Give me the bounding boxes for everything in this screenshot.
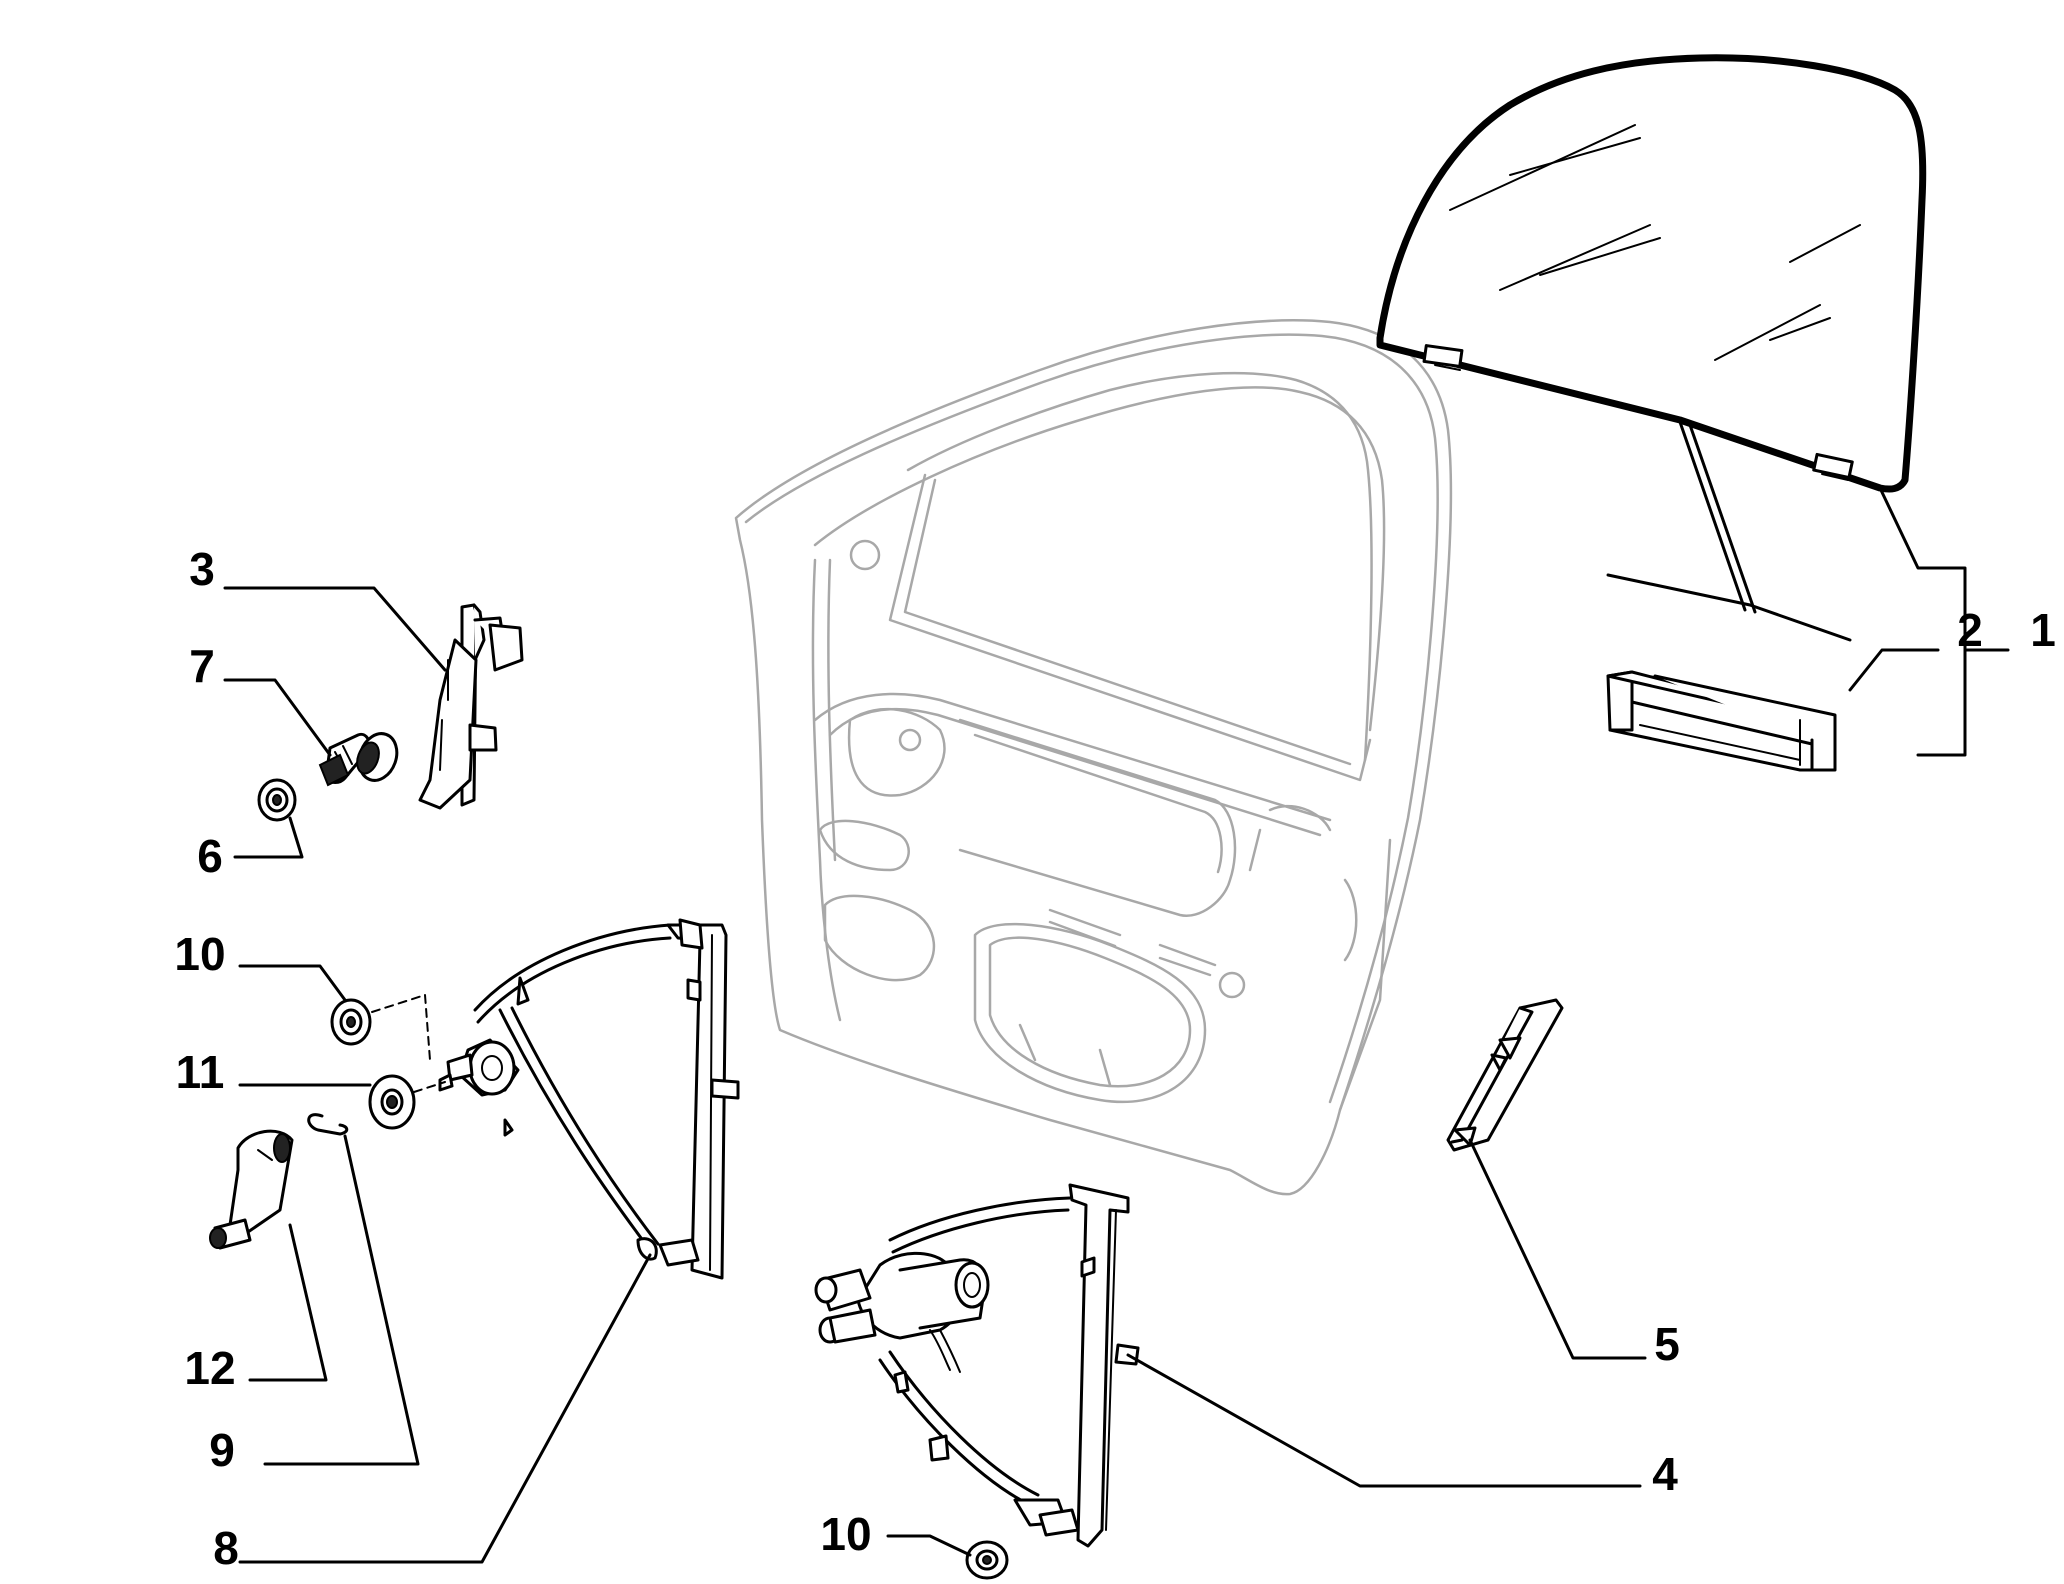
part-11-washer (368, 1074, 446, 1130)
leader-7 (223, 678, 332, 757)
callout-6: 6 (197, 830, 223, 882)
leader-10-upper (238, 964, 347, 1002)
callout-3: 3 (189, 543, 215, 595)
leader-9 (263, 1134, 420, 1466)
leader-3 (223, 586, 447, 672)
leader-12 (248, 1223, 328, 1382)
leader-4 (1126, 1353, 1642, 1488)
callout-10-lower: 10 (820, 1508, 871, 1560)
part-3-guide-rail (418, 603, 524, 810)
leader-10-lower (886, 1534, 972, 1557)
part-7-bolt (318, 732, 399, 787)
callout-2: 2 (1957, 604, 1983, 656)
part-6-nut (257, 778, 297, 822)
leader-1 (1878, 486, 2010, 652)
part-12-crank-handle (209, 1129, 294, 1250)
part-5-bracket (1446, 998, 1564, 1152)
leader-8 (238, 1253, 652, 1564)
leader-5 (1468, 1138, 1647, 1360)
callout-1: 1 (2030, 604, 2056, 656)
part-2-glass-channel (1606, 670, 1837, 772)
callout-4: 4 (1652, 1448, 1678, 1500)
callout-5: 5 (1654, 1318, 1680, 1370)
part-4-power-regulator (814, 1183, 1140, 1548)
leader-6 (233, 816, 304, 859)
callout-7: 7 (189, 640, 215, 692)
leader-glass-to-channel (1678, 420, 1747, 612)
leader-glass-to-channel-b (1688, 423, 1757, 614)
callout-12: 12 (184, 1342, 235, 1394)
leader-2 (1848, 648, 1940, 692)
callout-labels: 1 2 3 7 6 10 11 12 9 8 10 4 5 (174, 543, 2055, 1574)
leader-lines (223, 420, 2010, 1564)
leader-2-channel-top (1606, 573, 1852, 642)
part-10-nut-lower (965, 1540, 1009, 1580)
leader-1-bracket-bottom (1916, 648, 1967, 757)
callout-10-upper: 10 (174, 928, 225, 980)
door-shell (734, 319, 1453, 1196)
part-9-clip (307, 1113, 349, 1136)
callout-8: 8 (213, 1522, 239, 1574)
callout-9: 9 (209, 1424, 235, 1476)
part-1-window-glass (1376, 54, 1927, 493)
part-10-nut-upper (330, 994, 431, 1061)
callout-11: 11 (176, 1046, 225, 1098)
part-8-manual-regulator (438, 918, 740, 1280)
